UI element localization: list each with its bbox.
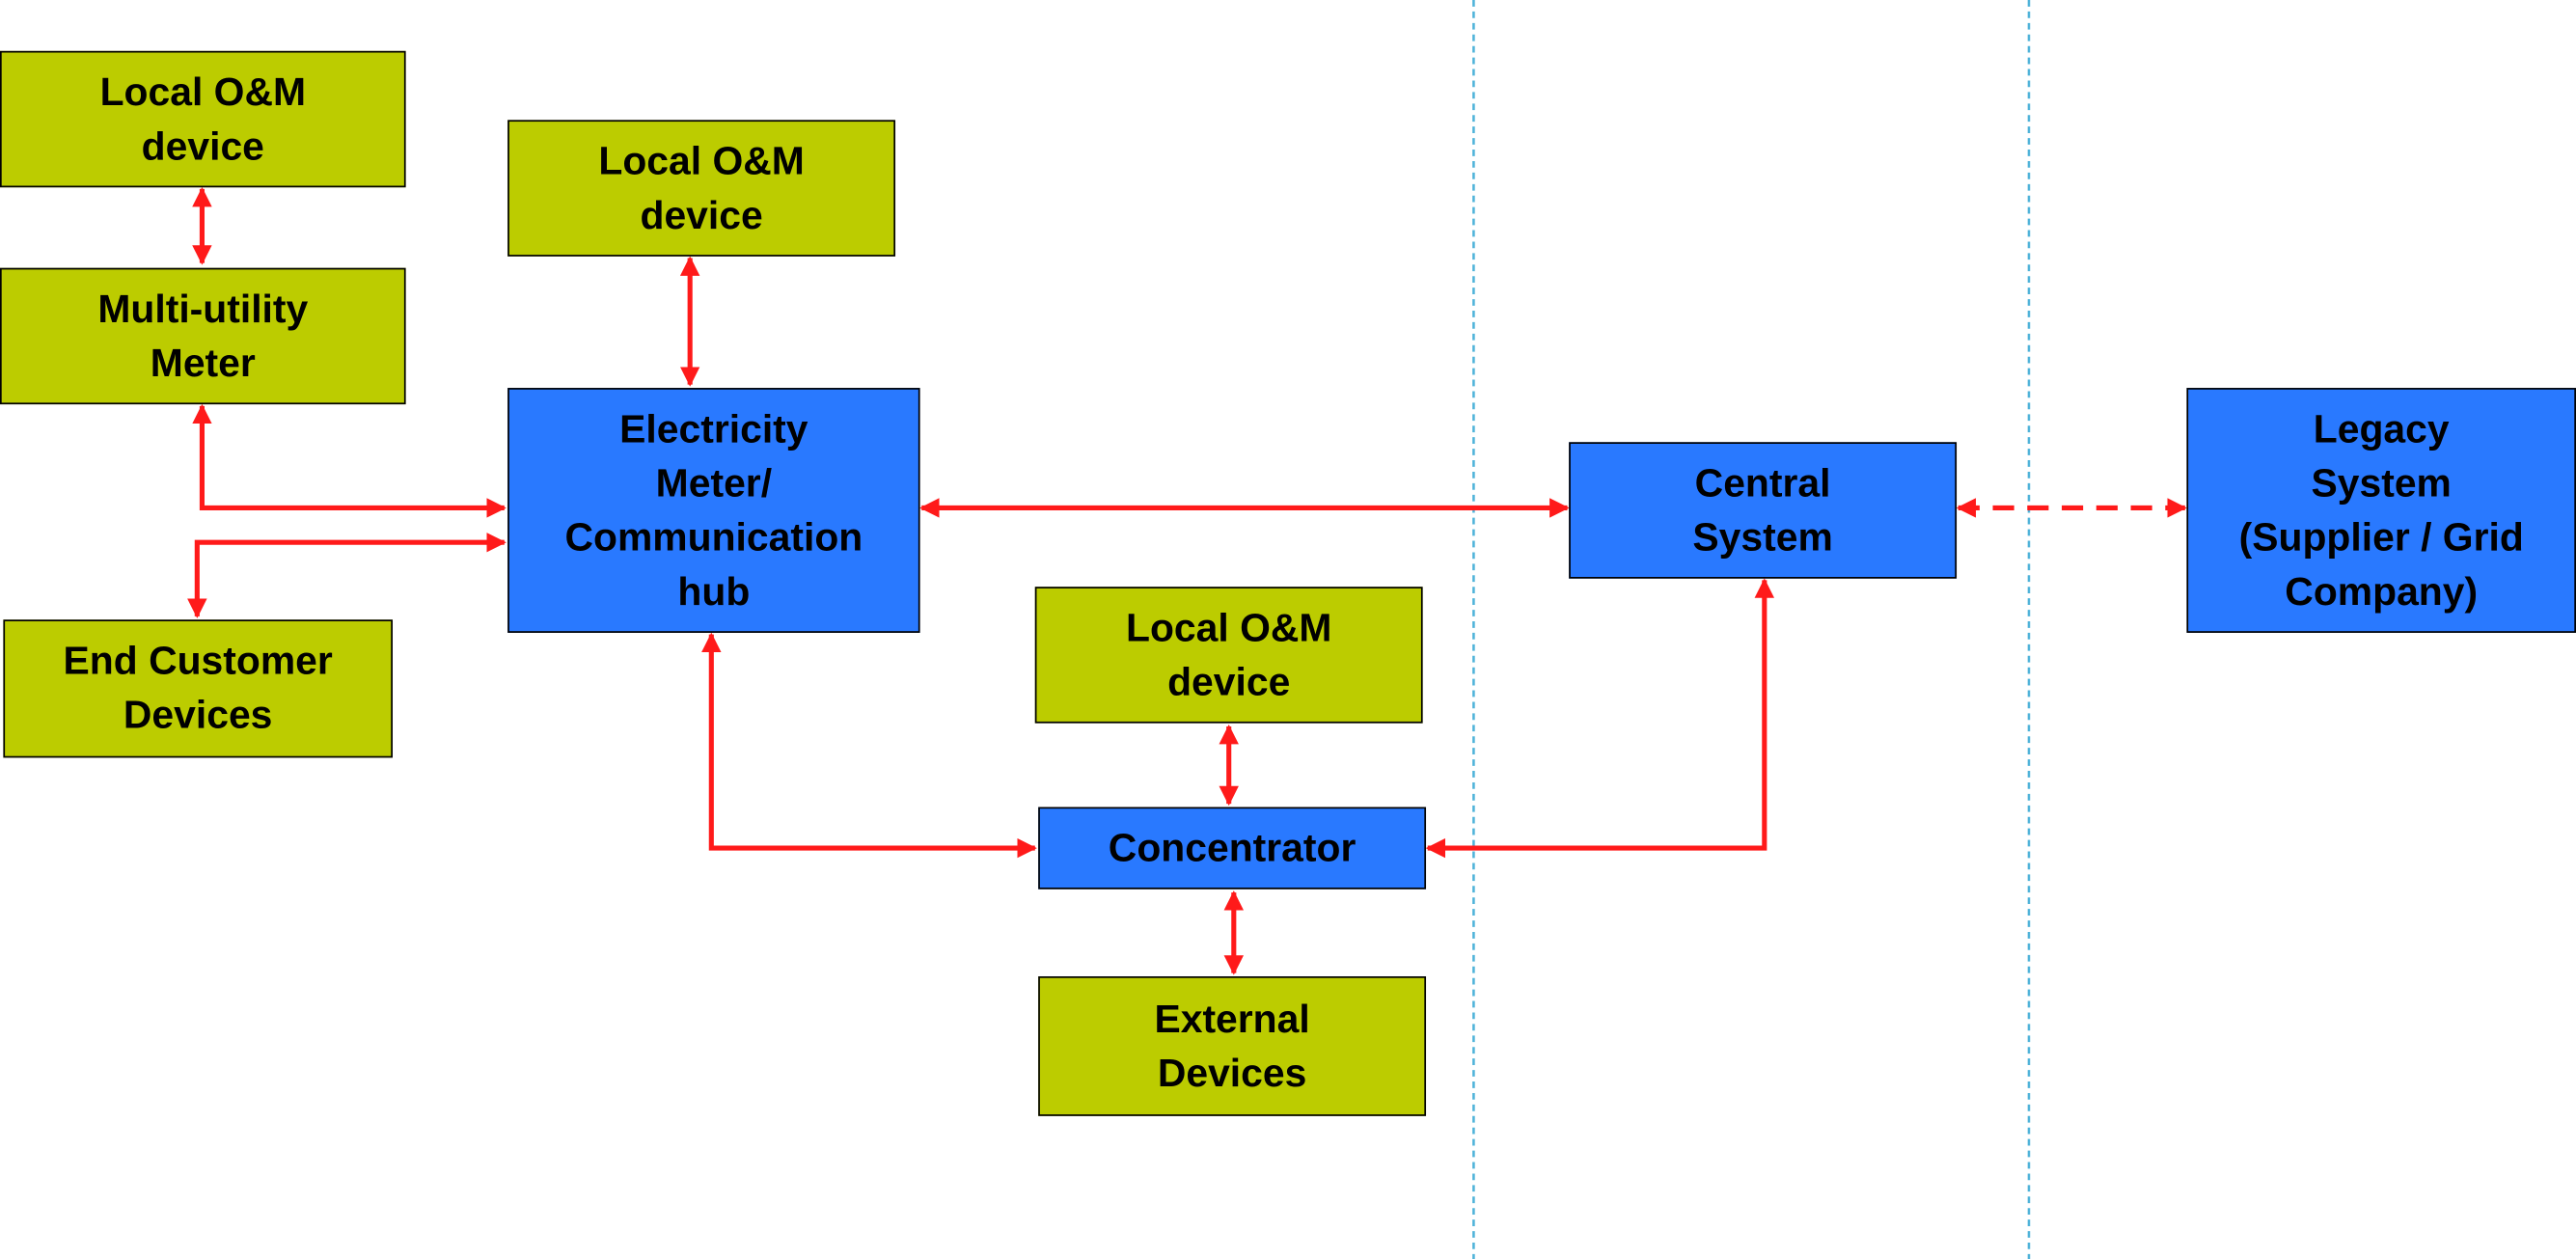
external-devices-node[interactable]: External Devices (1038, 975, 1427, 1116)
electricity-meter-hub-node[interactable]: Electricity Meter/ Communication hub (507, 388, 920, 633)
end-customer-devices-node[interactable]: End Customer Devices (3, 619, 393, 758)
connector-concentrator-central-system (1425, 578, 1775, 859)
local-om-device-node[interactable]: Local O&M device (1034, 587, 1423, 724)
concentrator-node[interactable]: Concentrator (1038, 807, 1427, 890)
connector-hub-concentrator (701, 632, 1037, 859)
central-system-node[interactable]: Central System (1569, 442, 1958, 579)
connector-hub-end-customer (187, 532, 507, 618)
connector-multi-utility-meter-hub (192, 403, 507, 518)
legacy-system-node[interactable]: Legacy System (Supplier / Grid Company) (2186, 388, 2576, 633)
local-om-device-node[interactable]: Local O&M device (507, 120, 896, 257)
local-om-device-node[interactable]: Local O&M device (0, 50, 406, 188)
multi-utility-meter-node[interactable]: Multi-utility Meter (0, 267, 406, 405)
